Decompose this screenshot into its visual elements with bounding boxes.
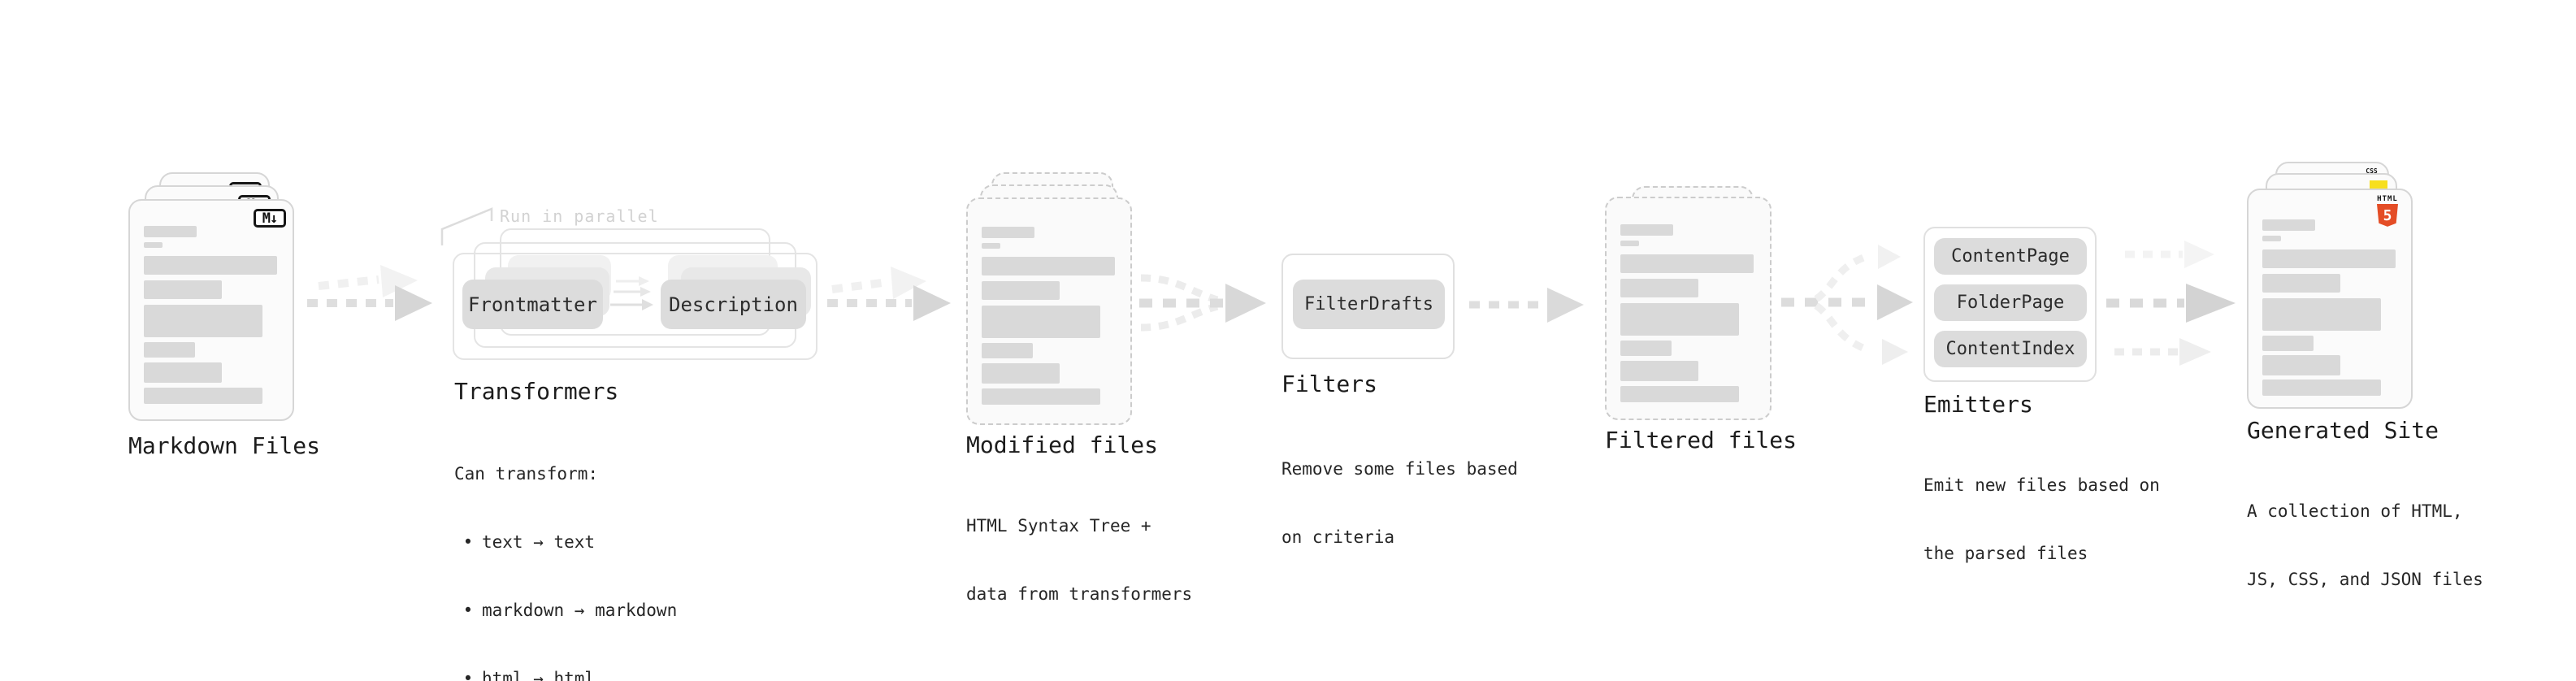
- text-line-placeholder: [144, 280, 222, 299]
- markdown-file-doc-front: M↓: [128, 199, 294, 421]
- text-line-placeholder: [144, 305, 262, 337]
- arrow-filters-to-filtered: [1469, 288, 1584, 323]
- text-line-placeholder: [1620, 224, 1673, 236]
- filter-drafts-box: FilterDrafts: [1293, 280, 1445, 329]
- text-line-placeholder: [1620, 386, 1739, 402]
- text-line-placeholder: [2262, 219, 2315, 231]
- run-in-parallel-annotation: Run in parallel: [500, 206, 659, 226]
- text-line-placeholder: [1620, 254, 1754, 273]
- text-line-placeholder: [144, 242, 163, 248]
- text-line-placeholder: [2262, 298, 2381, 331]
- description-label: Description: [669, 293, 798, 316]
- description-line: the parsed files: [1923, 544, 2088, 563]
- bullet-html-to-html: • html → html: [454, 667, 677, 681]
- stage-label-filters: Filters: [1281, 371, 1378, 397]
- text-line-placeholder: [982, 306, 1100, 338]
- html5-icon-word: HTML: [2377, 195, 2398, 203]
- text-line-placeholder: [144, 388, 262, 404]
- text-line-placeholder: [2262, 236, 2281, 241]
- bullet-label: markdown → markdown: [482, 601, 678, 620]
- arrow-markdown-to-transformers: [307, 265, 432, 321]
- text-line-placeholder: [1620, 303, 1739, 336]
- arrow-emitters-to-generated: [2106, 241, 2236, 366]
- arrow-transformers-to-modified: [827, 267, 951, 321]
- emitter-content-index-box: ContentIndex: [1934, 331, 2087, 367]
- text-line-placeholder: [144, 226, 197, 237]
- emitters-description: Emit new files based on the parsed files: [1923, 428, 2160, 610]
- html5-icon: HTML 5: [2374, 195, 2401, 228]
- filters-description: Remove some files based on criteria: [1281, 412, 1518, 594]
- filtered-file-doc-front: [1605, 197, 1772, 420]
- transformer-description-box: Description: [661, 280, 806, 329]
- can-transform-heading: Can transform:: [454, 464, 599, 484]
- text-line-placeholder: [2262, 249, 2396, 268]
- bullet-icon: •: [462, 669, 474, 681]
- text-line-placeholder: [2262, 274, 2340, 293]
- text-line-placeholder: [1620, 340, 1672, 356]
- stage-label-markdown-files: Markdown Files: [128, 432, 321, 459]
- stage-label-transformers: Transformers: [454, 378, 619, 405]
- transformer-frontmatter-box: Frontmatter: [462, 280, 603, 329]
- html5-icon-number: 5: [2383, 207, 2392, 224]
- run-in-parallel-leader-line: [440, 207, 493, 245]
- text-line-placeholder: [982, 388, 1100, 405]
- arrow-modified-to-filters: [1139, 274, 1266, 332]
- text-line-placeholder: [2262, 380, 2381, 396]
- bullet-label: html → html: [482, 669, 596, 681]
- emitter-label: FolderPage: [1956, 293, 2065, 313]
- emitter-label: ContentIndex: [1945, 339, 2075, 359]
- bullet-markdown-to-markdown: • markdown → markdown: [454, 599, 678, 622]
- description-line: JS, CSS, and JSON files: [2247, 570, 2483, 589]
- description-line: Remove some files based: [1281, 459, 1518, 479]
- transformers-description: Can transform: • text → text • markdown → …: [454, 417, 677, 681]
- text-line-placeholder: [1620, 361, 1698, 381]
- text-line-placeholder: [144, 342, 195, 358]
- text-line-placeholder: [982, 227, 1034, 238]
- stage-label-modified-files: Modified files: [966, 432, 1159, 458]
- text-line-placeholder: [982, 343, 1033, 358]
- bullet-label: text → text: [482, 532, 596, 552]
- bullet-text-to-text: • text → text: [454, 531, 677, 553]
- markdown-icon-label: M↓: [262, 210, 279, 227]
- description-line: HTML Syntax Tree +: [966, 516, 1151, 536]
- arrow-filtered-to-emitters: [1781, 245, 1913, 365]
- text-line-placeholder: [1620, 241, 1639, 246]
- text-line-placeholder: [2262, 355, 2340, 375]
- css-icon-label: CSS: [2366, 167, 2378, 175]
- emitters-container: [1923, 227, 2097, 382]
- text-line-placeholder: [982, 257, 1115, 275]
- markdown-icon: M↓: [254, 209, 286, 228]
- text-line-placeholder: [982, 243, 1000, 249]
- generated-site-description: A collection of HTML, JS, CSS, and JSON …: [2247, 454, 2483, 636]
- bullet-icon: •: [462, 601, 474, 620]
- modified-files-description: HTML Syntax Tree + data from transformer…: [966, 469, 1192, 651]
- bullet-icon: •: [462, 532, 474, 552]
- js-icon: [2370, 180, 2387, 191]
- filters-container: [1281, 254, 1455, 359]
- description-line: on criteria: [1281, 527, 1395, 547]
- description-line: Emit new files based on: [1923, 475, 2160, 495]
- text-line-placeholder: [144, 362, 222, 383]
- text-line-placeholder: [144, 256, 277, 275]
- stage-label-generated-site: Generated Site: [2247, 417, 2439, 444]
- generated-html-doc: HTML 5: [2247, 189, 2413, 409]
- emitter-content-page-box: ContentPage: [1934, 238, 2087, 275]
- stage-label-emitters: Emitters: [1923, 391, 2033, 418]
- modified-file-doc-front: [966, 197, 1132, 425]
- filter-drafts-label: FilterDrafts: [1304, 294, 1433, 314]
- text-line-placeholder: [982, 363, 1060, 384]
- transformer-container-front: [453, 253, 817, 360]
- description-line: A collection of HTML,: [2247, 501, 2463, 521]
- frontmatter-label: Frontmatter: [468, 293, 597, 316]
- stage-label-filtered-files: Filtered files: [1605, 427, 1798, 453]
- html5-icon-shield: 5: [2377, 204, 2398, 227]
- text-line-placeholder: [1620, 279, 1698, 297]
- text-line-placeholder: [982, 281, 1060, 300]
- emitter-folder-page-box: FolderPage: [1934, 284, 2087, 321]
- text-line-placeholder: [2262, 336, 2314, 351]
- emitter-label: ContentPage: [1951, 246, 2070, 267]
- description-line: data from transformers: [966, 584, 1193, 604]
